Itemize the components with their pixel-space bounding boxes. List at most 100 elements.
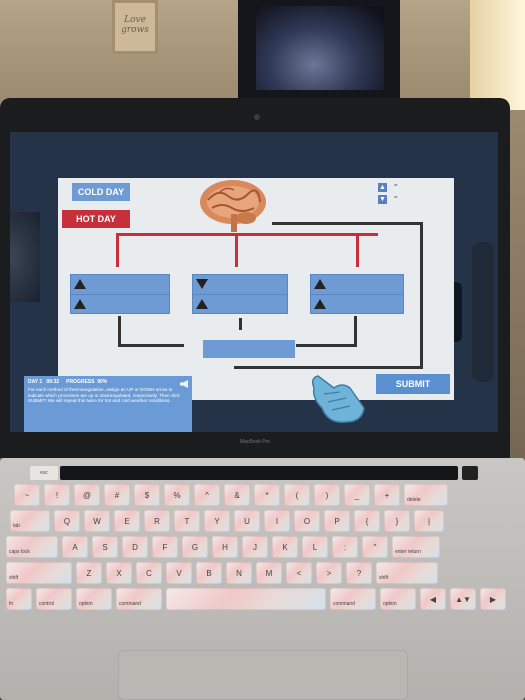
key[interactable]: + [374, 484, 400, 506]
window [470, 0, 525, 110]
key[interactable]: ( [284, 484, 310, 506]
down-arrow-icon[interactable] [196, 279, 208, 289]
process-row[interactable] [311, 275, 403, 295]
key[interactable]: | [414, 510, 444, 532]
key[interactable]: ~ [14, 484, 40, 506]
process-row[interactable] [193, 295, 287, 314]
control-key[interactable]: control [36, 588, 72, 610]
time-label: 09:32 [46, 379, 60, 385]
key[interactable]: R [144, 510, 170, 532]
key[interactable]: & [224, 484, 250, 506]
shift-key[interactable]: shift [376, 562, 438, 584]
up-arrow-icon[interactable] [314, 299, 326, 309]
key[interactable]: Q [54, 510, 80, 532]
key[interactable]: P [324, 510, 350, 532]
touchpad[interactable] [118, 650, 408, 700]
key[interactable]: ! [44, 484, 70, 506]
key[interactable]: C [136, 562, 162, 584]
caps-lock-key[interactable]: caps lock [6, 536, 58, 558]
key[interactable]: ) [314, 484, 340, 506]
command-key[interactable]: command [116, 588, 162, 610]
connector-line [116, 233, 119, 267]
key[interactable]: { [354, 510, 380, 532]
submit-button[interactable]: SUBMIT [376, 374, 450, 394]
up-arrow-icon[interactable] [74, 279, 86, 289]
key[interactable]: L [302, 536, 328, 558]
key[interactable]: A [62, 536, 88, 558]
key[interactable]: : [332, 536, 358, 558]
key[interactable]: < [286, 562, 312, 584]
key[interactable]: Z [76, 562, 102, 584]
equals-sign: = [394, 183, 398, 189]
fn-key[interactable]: fn [6, 588, 32, 610]
connector-line [118, 316, 121, 346]
key[interactable]: Y [204, 510, 230, 532]
key[interactable]: ^ [194, 484, 220, 506]
progress-value: 90% [97, 379, 108, 385]
up-arrow-icon[interactable] [314, 279, 326, 289]
cold-day-button[interactable]: COLD DAY [72, 183, 130, 201]
key[interactable]: E [114, 510, 140, 532]
key[interactable]: H [212, 536, 238, 558]
key[interactable]: T [174, 510, 200, 532]
connector-line [118, 344, 184, 347]
esc-key[interactable]: esc [30, 466, 58, 480]
keyboard-row-2: tab Q W E R T Y U I O P { } | [10, 510, 444, 532]
key[interactable]: B [196, 562, 222, 584]
up-arrow-icon[interactable]: ▲ [378, 183, 387, 192]
key[interactable]: G [182, 536, 208, 558]
key[interactable]: > [316, 562, 342, 584]
key[interactable]: " [362, 536, 388, 558]
key[interactable]: @ [74, 484, 100, 506]
up-arrow-icon[interactable] [74, 299, 86, 309]
arrow-updown-key[interactable]: ▲▼ [450, 588, 476, 610]
thermoregulation-board: COLD DAY HOT DAY ▲ ▼ = = [58, 178, 454, 400]
command-key[interactable]: command [330, 588, 376, 610]
key[interactable]: $ [134, 484, 160, 506]
key[interactable]: O [294, 510, 320, 532]
key[interactable]: _ [344, 484, 370, 506]
option-key[interactable]: option [76, 588, 112, 610]
down-arrow-icon[interactable]: ▼ [378, 195, 387, 204]
process-row[interactable] [311, 295, 403, 314]
key[interactable]: K [272, 536, 298, 558]
delete-key[interactable]: delete [404, 484, 448, 506]
key[interactable]: N [226, 562, 252, 584]
key[interactable]: V [166, 562, 192, 584]
hot-day-button[interactable]: HOT DAY [62, 210, 130, 228]
arrow-left-key[interactable]: ◀ [420, 588, 446, 610]
key[interactable]: D [122, 536, 148, 558]
tab-key[interactable]: tab [10, 510, 50, 532]
key[interactable]: * [254, 484, 280, 506]
process-row[interactable] [193, 275, 287, 295]
enter-key[interactable]: enter return [392, 536, 440, 558]
key[interactable]: % [164, 484, 190, 506]
key[interactable]: # [104, 484, 130, 506]
key[interactable]: M [256, 562, 282, 584]
key[interactable]: J [242, 536, 268, 558]
up-arrow-icon[interactable] [196, 299, 208, 309]
key[interactable]: I [264, 510, 290, 532]
touch-id-button[interactable] [462, 466, 478, 480]
shift-key[interactable]: shift [6, 562, 72, 584]
keyboard-row-4: shift Z X C V B N M < > ? shift [6, 562, 438, 584]
key[interactable]: F [152, 536, 178, 558]
key[interactable]: X [106, 562, 132, 584]
camera-icon [254, 114, 260, 120]
connector-line [354, 316, 357, 346]
process-row[interactable] [71, 295, 169, 314]
space-bar[interactable] [166, 588, 326, 610]
arrow-right-key[interactable]: ▶ [480, 588, 506, 610]
key[interactable]: ? [346, 562, 372, 584]
key[interactable]: U [234, 510, 260, 532]
option-key[interactable]: option [380, 588, 416, 610]
process-row[interactable] [71, 275, 169, 295]
key[interactable]: W [84, 510, 110, 532]
speaker-icon[interactable] [180, 380, 188, 388]
touch-bar[interactable] [60, 466, 458, 480]
television [238, 0, 400, 98]
key[interactable]: } [384, 510, 410, 532]
laptop-screen: COLD DAY HOT DAY ▲ ▼ = = [10, 132, 498, 432]
key[interactable]: S [92, 536, 118, 558]
instruction-panel: DAY 1 09:32 PROGRESS 90% For each method… [24, 376, 192, 432]
